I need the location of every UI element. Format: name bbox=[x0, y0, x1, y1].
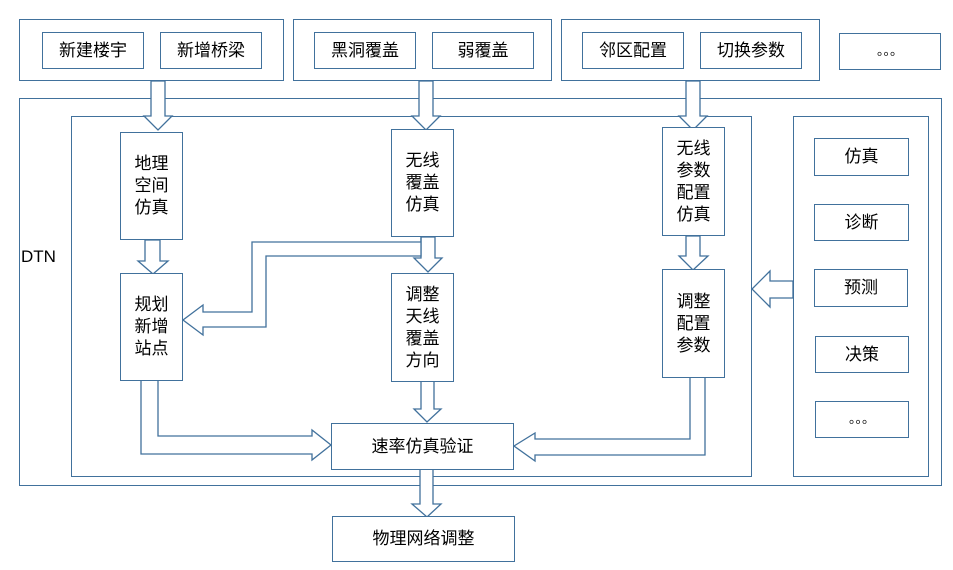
dtn-frame bbox=[19, 98, 942, 486]
arrow-antenna-to-rate bbox=[412, 380, 443, 423]
capability-prediction: 预测 bbox=[814, 269, 908, 307]
arrow-coverage-to-wireless-sim bbox=[410, 80, 442, 131]
arrow-plan-to-rate bbox=[140, 379, 333, 462]
node-adjust-config-params: 调整配置参数 bbox=[662, 269, 725, 378]
node-blackhole-coverage: 黑洞覆盖 bbox=[314, 32, 416, 69]
capability-decision: 决策 bbox=[815, 336, 909, 373]
node-rate-sim-verify: 速率仿真验证 bbox=[331, 423, 514, 470]
arrow-paramsim-to-adjust bbox=[677, 235, 710, 271]
node-plan-new-sites: 规划新增站点 bbox=[120, 273, 183, 381]
capability-ellipsis: 。。。 bbox=[815, 401, 909, 438]
node-geo-space-sim: 地理空间仿真 bbox=[120, 132, 183, 240]
arrow-geo-to-plan bbox=[136, 239, 170, 275]
flow-frame bbox=[71, 116, 752, 477]
arrow-wireless-to-plan bbox=[181, 237, 422, 337]
arrow-construction-to-geo bbox=[142, 80, 174, 131]
node-new-bridge: 新增桥梁 bbox=[160, 32, 262, 69]
node-adjust-antenna-direction: 调整天线覆盖方向 bbox=[391, 273, 454, 382]
arrow-capabilities-to-flow bbox=[751, 269, 794, 309]
arrow-rate-to-physical bbox=[410, 468, 443, 518]
node-wireless-param-config-sim: 无线参数配置仿真 bbox=[662, 127, 725, 236]
node-wireless-coverage-sim: 无线覆盖仿真 bbox=[391, 129, 454, 237]
node-weak-coverage: 弱覆盖 bbox=[432, 32, 534, 69]
node-physical-network-adjust: 物理网络调整 bbox=[332, 516, 515, 562]
node-handover-params: 切换参数 bbox=[700, 32, 802, 69]
node-neighbor-config: 邻区配置 bbox=[582, 32, 684, 69]
capability-simulation: 仿真 bbox=[814, 138, 909, 176]
node-top-ellipsis: 。。。 bbox=[839, 33, 941, 70]
dtn-label: DTN bbox=[21, 247, 56, 266]
node-new-building: 新建楼宇 bbox=[42, 32, 144, 69]
arrow-params-to-param-sim bbox=[677, 80, 709, 131]
arrow-params-to-rate bbox=[512, 376, 706, 463]
capability-diagnosis: 诊断 bbox=[814, 204, 909, 241]
